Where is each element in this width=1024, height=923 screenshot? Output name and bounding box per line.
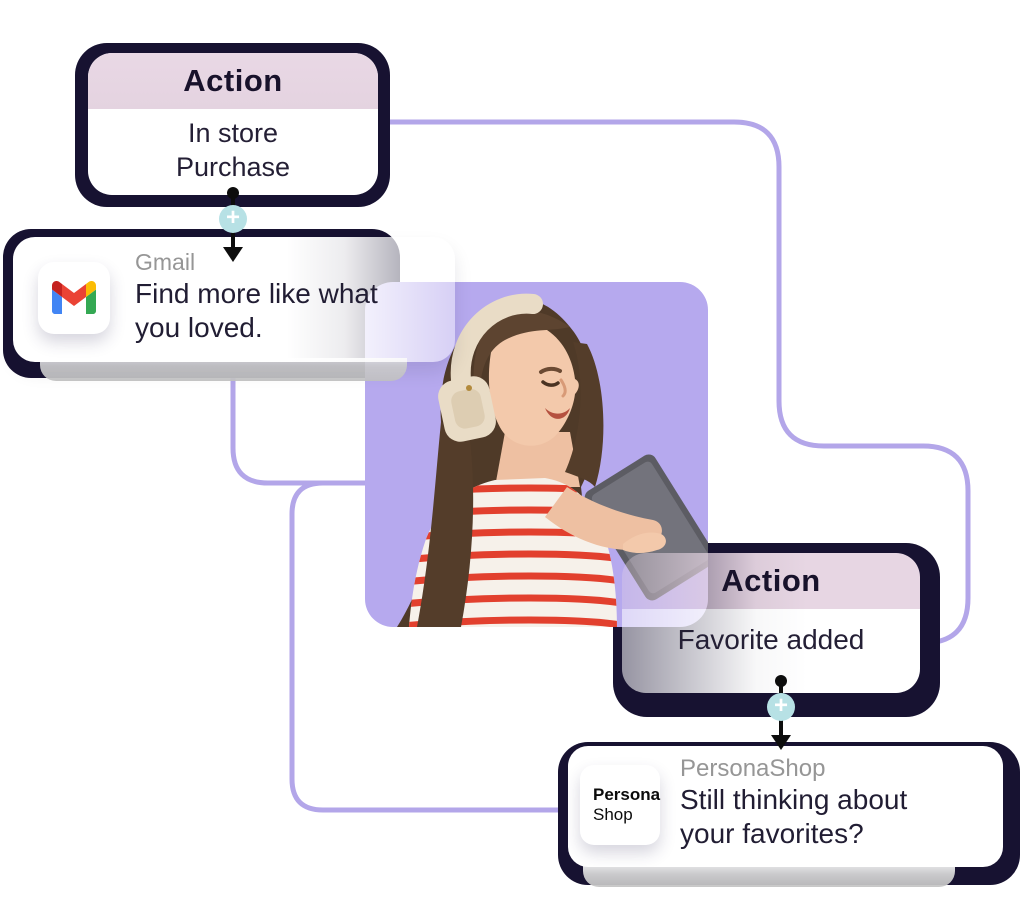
gmail-app-tile	[38, 262, 110, 334]
flow-arrow-action1-to-gmail: +	[219, 187, 247, 265]
personashop-logo-line-2: Shop	[593, 805, 633, 824]
arrowhead-icon	[771, 735, 791, 750]
gmail-logo-icon	[52, 281, 96, 314]
photo-woman-headphones-tablet	[365, 282, 708, 627]
personashop-logo-line-1: Persona	[593, 785, 661, 804]
photo-illustration	[397, 293, 708, 627]
personashop-notification-card: Persona Shop PersonaShop Still thinking …	[568, 746, 1003, 867]
connector-photo-to-personashop	[289, 480, 566, 813]
action-card-2-line-1: Favorite added	[677, 624, 865, 655]
plus-icon: +	[767, 693, 795, 721]
personashop-card-stack	[583, 866, 955, 887]
action-card-2-title: Action	[721, 563, 821, 598]
personashop-app-name: PersonaShop	[680, 755, 826, 782]
action-card-1-line-1: In store	[187, 118, 279, 148]
action-card-1-body: In store Purchase	[88, 109, 378, 195]
flow-arrow-action2-to-personashop: +	[767, 675, 795, 753]
connector-gmail-to-photo	[230, 356, 372, 486]
action-card-1-line-2: Purchase	[175, 152, 291, 182]
gmail-app-name: Gmail	[135, 249, 196, 275]
action-card-2: Favorite added Action	[622, 553, 920, 693]
personashop-message-line-1: Still thinking about	[680, 784, 908, 815]
gmail-message-line-2: you loved.	[135, 312, 263, 343]
connector-action1-to-action2	[378, 119, 971, 646]
personashop-app-tile: Persona Shop	[580, 765, 660, 845]
gmail-notification-card: Gmail Find more like what you loved.	[13, 237, 455, 362]
gmail-card-stack	[40, 358, 407, 381]
action-card-1-header: Action	[88, 53, 378, 109]
plus-icon: +	[219, 205, 247, 233]
personashop-logo: Persona Shop	[593, 785, 660, 825]
action-card-1: Action In store Purchase	[88, 53, 378, 195]
arrowhead-icon	[223, 247, 243, 262]
personashop-message-line-2: your favorites?	[680, 818, 864, 849]
action-card-2-body: Favorite added	[622, 609, 920, 693]
gmail-message-line-1: Find more like what	[135, 278, 378, 309]
action-card-2-header: Action	[622, 553, 920, 609]
action-card-1-title: Action	[183, 63, 283, 98]
